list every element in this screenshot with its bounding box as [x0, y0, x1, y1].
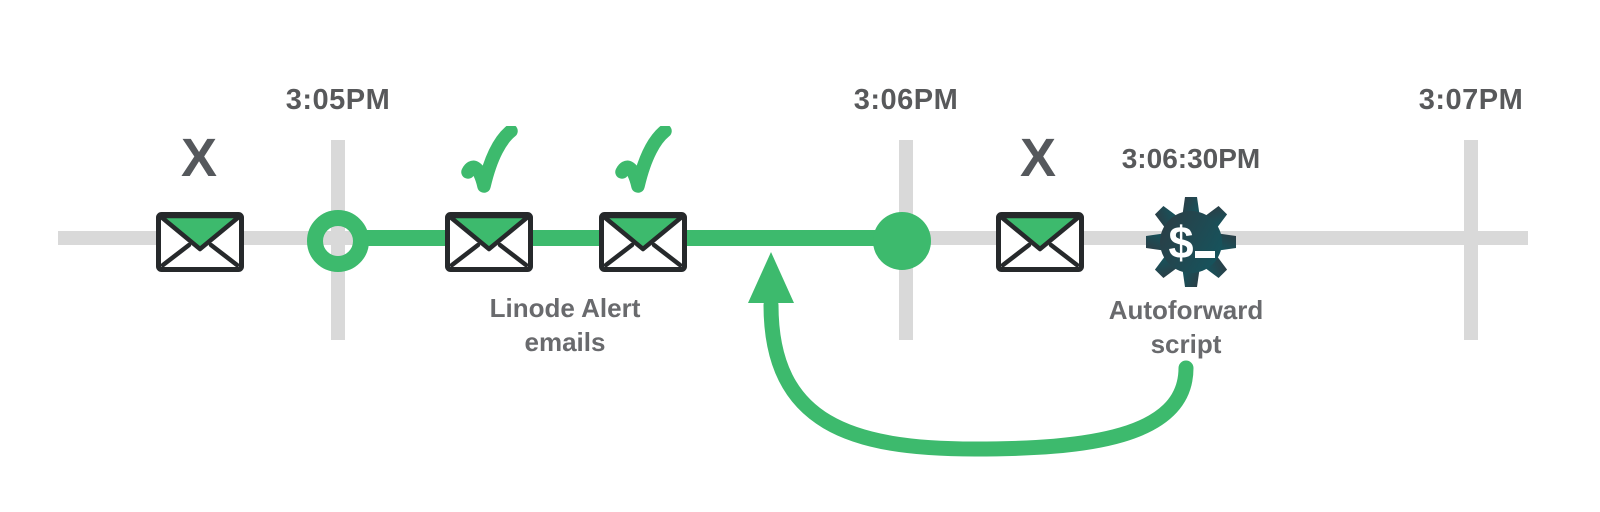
email-envelope-icon — [156, 212, 244, 272]
gear-dollar-script-icon: $ — [1146, 197, 1236, 287]
time-label-3-06: 3:06PM — [853, 84, 959, 116]
caption-line: Linode Alert — [489, 293, 641, 323]
script-event-time-label: 3:06:30PM — [1121, 143, 1261, 174]
checkmark-icon — [461, 126, 518, 193]
caption-line: Autoforward — [1108, 295, 1264, 325]
email-envelope-icon — [996, 212, 1084, 272]
checkmark-icon — [615, 126, 672, 193]
interval-start-ring — [307, 210, 369, 272]
tick-3-07 — [1464, 140, 1478, 340]
missed-x-mark-2: X — [1019, 128, 1057, 188]
loopback-arrow-icon — [748, 252, 1194, 457]
time-label-3-07: 3:07PM — [1418, 84, 1524, 116]
autoforward-script-caption: Autoforward script — [1061, 293, 1311, 361]
missed-x-mark-1: X — [180, 128, 218, 188]
interval-end-dot — [873, 212, 931, 270]
caption-line: script — [1150, 329, 1222, 359]
email-envelope-icon — [599, 212, 687, 272]
caption-line: emails — [524, 327, 606, 357]
svg-text:$: $ — [1168, 217, 1193, 268]
linode-alert-emails-caption: Linode Alert emails — [440, 291, 690, 359]
time-label-3-05: 3:05PM — [285, 84, 391, 116]
email-envelope-icon — [445, 212, 533, 272]
